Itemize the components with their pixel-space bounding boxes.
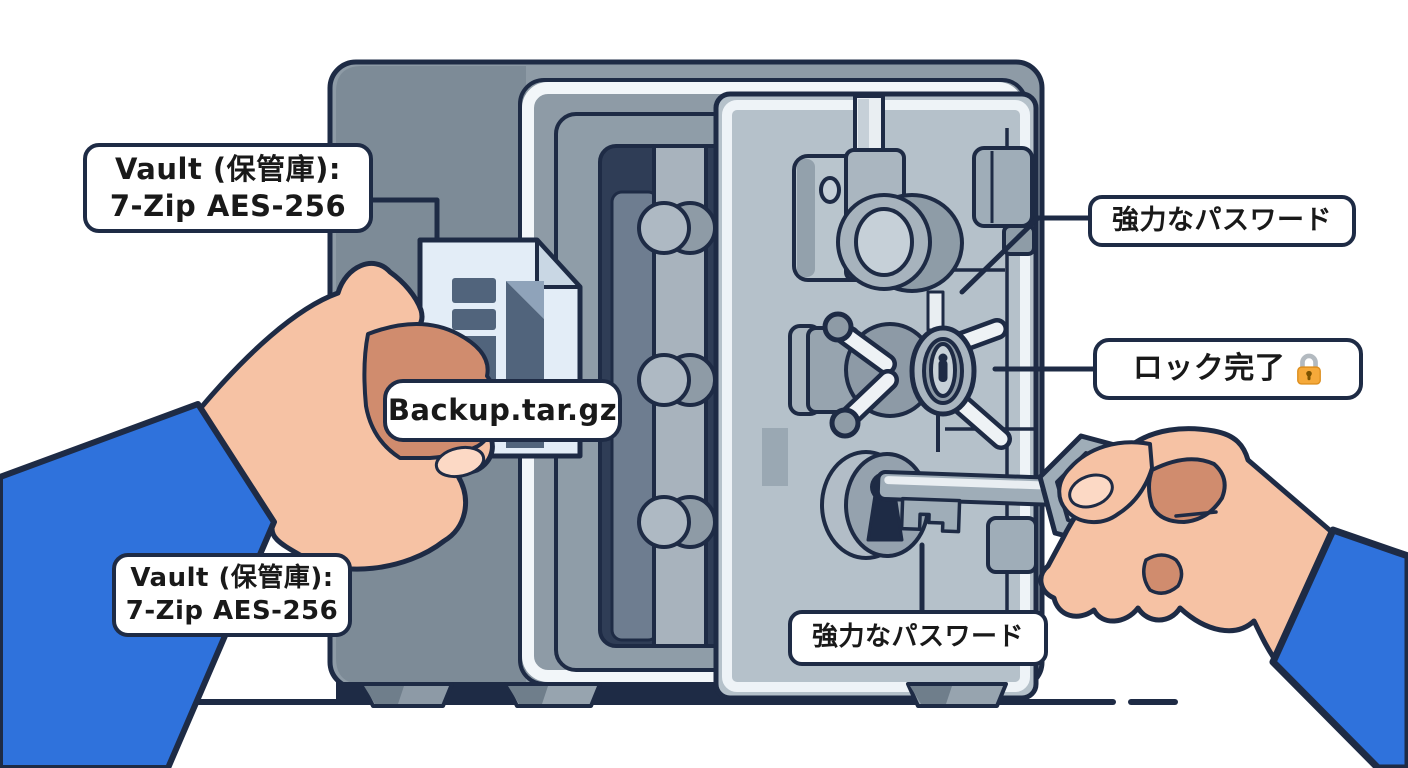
- callout-file-name: Backup.tar.gz: [383, 379, 622, 442]
- vault-dial: [788, 311, 1012, 452]
- vault-top-line2: 7-Zip AES-256: [109, 189, 347, 223]
- lock-cylinder: [792, 148, 964, 332]
- callout-lock-done: ロック完了: [1093, 338, 1363, 400]
- key-icon: [875, 469, 1061, 534]
- callout-password-bottom: 強力なパスワード: [788, 610, 1048, 666]
- safe-door: [713, 91, 1039, 701]
- right-hand: [1038, 426, 1408, 768]
- callout-vault-top: Vault (保管庫): 7-Zip AES-256: [83, 143, 373, 233]
- locking-bolts: [637, 201, 717, 549]
- right-finger-shadow: [1142, 553, 1184, 595]
- lock-done-text: ロック完了: [1132, 350, 1286, 386]
- vault-bottom-line1: Vault (保管庫):: [130, 562, 334, 593]
- vault-top-line1: Vault (保管庫):: [114, 151, 342, 186]
- padlock-icon: [1297, 353, 1322, 385]
- password-top-text: 強力なパスワード: [1112, 204, 1332, 236]
- right-sleeve: [1269, 526, 1408, 768]
- callout-connectors: [370, 197, 1096, 616]
- right-thumb-nail: [1068, 473, 1114, 509]
- thumb-nail: [434, 445, 486, 479]
- callout-vault-bottom: Vault (保管庫): 7-Zip AES-256: [112, 553, 352, 637]
- safe-foot-right: [906, 682, 1008, 708]
- callout-password-top: 強力なパスワード: [1088, 195, 1356, 247]
- password-bottom-text: 強力なパスワード: [811, 622, 1024, 653]
- vault-bottom-line2: 7-Zip AES-256: [125, 596, 339, 626]
- safe-feet: [360, 682, 602, 708]
- file-name-text: Backup.tar.gz: [387, 392, 618, 427]
